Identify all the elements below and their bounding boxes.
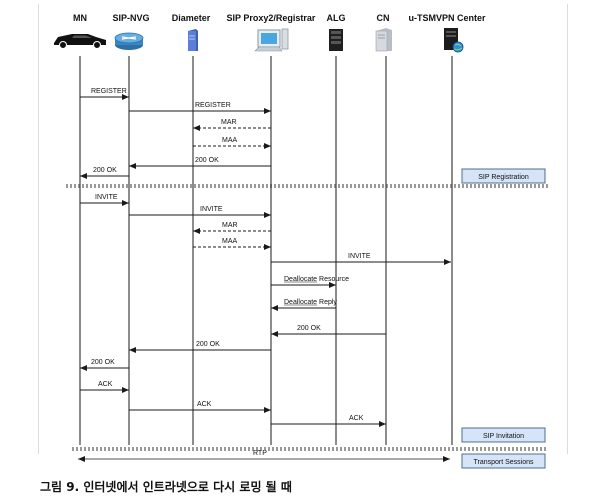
car-icon — [54, 34, 106, 49]
server-gray-icon — [375, 28, 392, 52]
message-label: INVITE — [95, 194, 118, 201]
phase-box-rect — [461, 168, 546, 184]
phase-box: Transport Sessions — [461, 453, 546, 469]
message: 200 OK — [271, 325, 386, 337]
car-body — [54, 34, 106, 45]
server-dark-body — [329, 29, 343, 51]
tower-front — [188, 31, 196, 51]
message: REGISTER — [80, 88, 129, 100]
router-arrows — [121, 36, 137, 40]
phase-box-rect — [461, 427, 546, 443]
message-label: ACK — [349, 415, 364, 422]
message-label: INVITE — [200, 206, 223, 213]
message-label: Deallocate Reply — [284, 299, 337, 306]
message: REGISTER — [129, 102, 271, 114]
message-label: 200 OK — [91, 359, 115, 366]
entity-label-mn: MN — [73, 13, 87, 23]
figure-caption: 그림 9. 인터넷에서 인트라넷으로 다시 로밍 될 때 — [40, 480, 292, 494]
server-globe-bay — [446, 31, 456, 33]
message: MAA — [193, 238, 271, 250]
message-label: REGISTER — [91, 88, 127, 95]
server-dark-bay — [331, 36, 341, 39]
message-label: 200 OK — [196, 341, 220, 348]
computer-icon — [254, 28, 289, 52]
entity-label-alg: ALG — [327, 13, 346, 23]
car-wheel — [93, 41, 101, 49]
message: ACK — [129, 401, 271, 413]
phase-box-rect — [461, 453, 546, 469]
entity-label-proxy: SIP Proxy2/Registrar — [227, 13, 316, 23]
message: RTP — [78, 450, 450, 462]
server-dark-bay — [331, 31, 341, 34]
message: Deallocate Resource — [271, 276, 349, 288]
message-label: MAR — [221, 119, 237, 126]
message-label: INVITE — [348, 253, 371, 260]
entity-label-sipnvg: SIP-NVG — [112, 13, 149, 23]
server-gray-front — [375, 30, 388, 52]
message: ACK — [271, 415, 386, 427]
monitor-screen — [261, 33, 277, 44]
car-window — [72, 35, 92, 38]
sequence-diagram: MN SIP-NVG Diameter SIP Proxy2/Registrar ALG… — [54, 13, 548, 469]
message-label: ACK — [197, 401, 212, 408]
globe — [452, 41, 464, 53]
message-label: REGISTER — [195, 102, 231, 109]
entity-label-cn: CN — [377, 13, 390, 23]
message: ACK — [80, 381, 129, 393]
server-dark-bay — [331, 41, 341, 44]
globe-land — [453, 43, 463, 51]
message: INVITE — [129, 206, 271, 218]
phase-box-label: SIP Invitation — [483, 433, 524, 440]
message: 200 OK — [129, 341, 271, 353]
message-label: 200 OK — [93, 167, 117, 174]
message-label: MAA — [222, 238, 238, 245]
message-label: Deallocate Resource — [284, 276, 349, 283]
message-label: 200 OK — [195, 157, 219, 164]
message: MAA — [193, 137, 271, 149]
message: MAR — [193, 222, 271, 234]
server-globe-icon — [444, 28, 464, 53]
message: INVITE — [80, 194, 129, 206]
entity-label-vpn: u-TSMVPN Center — [408, 13, 486, 23]
message: 200 OK — [80, 359, 129, 371]
message: INVITE — [271, 253, 451, 265]
server-dark-icon — [329, 29, 343, 51]
pc-tower — [281, 28, 289, 50]
phase-box-label: SIP Registration — [478, 174, 529, 181]
phase-box: SIP Invitation — [461, 427, 546, 443]
message: 200 OK — [129, 157, 271, 169]
phase-box: SIP Registration — [461, 168, 546, 184]
entity-label-diameter: Diameter — [172, 13, 211, 23]
message-label: 200 OK — [297, 325, 321, 332]
message: 200 OK — [80, 167, 129, 179]
server-tower-icon — [188, 29, 198, 51]
message: MAR — [193, 119, 271, 131]
phase-box-label: Transport Sessions — [473, 459, 534, 466]
message-label: MAA — [222, 137, 238, 144]
router-icon — [114, 32, 144, 50]
message-label: MAR — [222, 222, 238, 229]
message-label: RTP — [253, 450, 267, 457]
message-label: ACK — [98, 381, 113, 388]
message: Deallocate Reply — [271, 299, 337, 311]
car-wheel — [59, 41, 67, 49]
server-globe-bay — [446, 35, 456, 37]
diagram-frame — [38, 4, 568, 454]
keyboard — [254, 46, 283, 52]
